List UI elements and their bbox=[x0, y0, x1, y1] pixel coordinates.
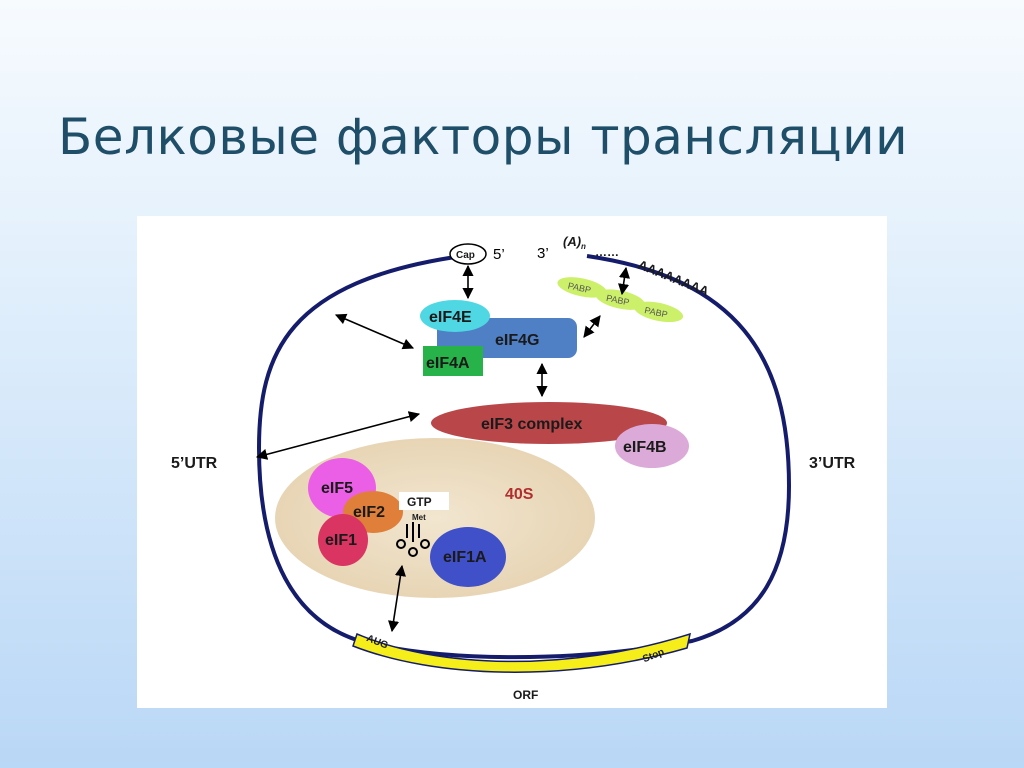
five-prime-end-label: 5’ bbox=[493, 246, 505, 263]
eif5-label: eIF5 bbox=[321, 480, 353, 497]
slide-title: Белковые факторы трансляции bbox=[58, 108, 909, 166]
eif1a-protein bbox=[430, 527, 506, 587]
eif4a-protein bbox=[423, 346, 483, 376]
orf-label: ORF bbox=[513, 688, 538, 702]
pabp-protein bbox=[595, 289, 645, 310]
eif1a-label: eIF1A bbox=[443, 549, 487, 566]
pabp-tail-arrow bbox=[617, 266, 631, 296]
cap-label: Cap bbox=[456, 250, 475, 261]
eif4b-label: eIF4B bbox=[623, 439, 667, 456]
gtp-label: GTP bbox=[407, 495, 432, 509]
polya-header: (A)n bbox=[563, 234, 586, 251]
utr5-label: 5’UTR bbox=[171, 455, 218, 472]
eif3-complex bbox=[431, 402, 667, 444]
orf-band bbox=[352, 632, 692, 673]
pabp-label: PABP bbox=[644, 305, 669, 320]
eif4a-label: eIF4A bbox=[426, 355, 470, 372]
eif1-label: eIF1 bbox=[325, 532, 357, 549]
pabp-label: PABP bbox=[567, 281, 592, 296]
eif4b-protein bbox=[615, 424, 689, 468]
eif4g-label: eIF4G bbox=[495, 332, 539, 349]
gtp-box bbox=[399, 492, 449, 510]
ribosome-40s bbox=[275, 438, 595, 598]
utr3-label: 3’UTR bbox=[809, 455, 856, 472]
eif1-protein bbox=[318, 514, 368, 566]
polya-dots: …… bbox=[595, 245, 619, 259]
eif3-label: eIF3 complex bbox=[481, 416, 582, 433]
trna-icon bbox=[396, 522, 430, 557]
pabp-eif4g-arrow bbox=[583, 315, 601, 338]
pabp-label: PABP bbox=[605, 293, 630, 308]
polya-tail: AAAAAAAA bbox=[636, 257, 712, 299]
eif2-label: eIF2 bbox=[353, 504, 385, 521]
eif4-utr-arrow bbox=[334, 313, 415, 350]
eif4e-protein bbox=[420, 300, 490, 332]
pabp-protein bbox=[557, 277, 607, 298]
ribosome-40s-label: 40S bbox=[505, 486, 534, 503]
eif3-utr-arrow bbox=[255, 411, 421, 460]
mrna-strand bbox=[256, 254, 792, 660]
pabp-proteins: PABP PABP PABP bbox=[557, 277, 684, 323]
cap-structure bbox=[449, 243, 487, 265]
met-label: Met bbox=[412, 513, 426, 522]
pabp-protein bbox=[634, 301, 684, 323]
eif4e-label: eIF4E bbox=[429, 309, 472, 326]
diagram-panel: AUG Stop ORF Cap 5’ 3’ (A)n …… AAAAAAAA … bbox=[137, 216, 887, 708]
three-prime-end-label: 3’ bbox=[537, 245, 549, 262]
trna-aug-arrow bbox=[387, 564, 407, 633]
